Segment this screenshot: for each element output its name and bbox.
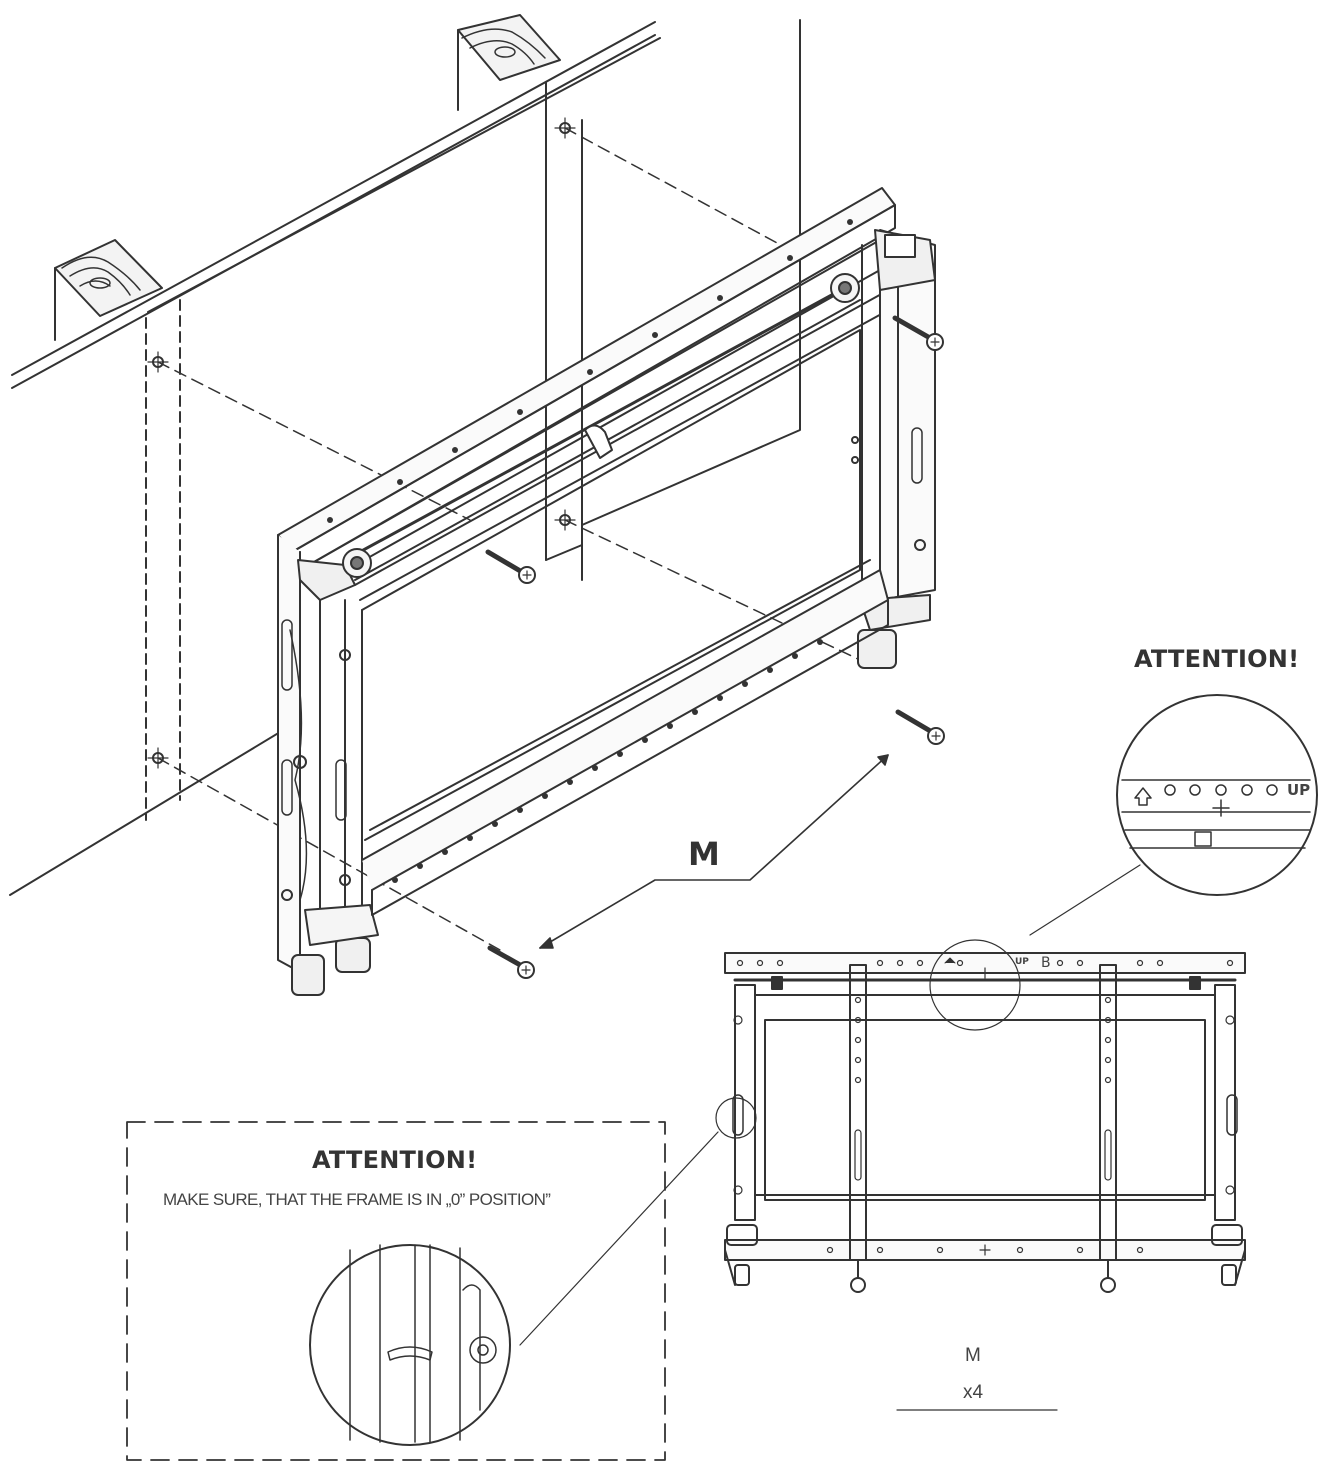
wood-beam-right: [457, 14, 561, 111]
screw-bottom-right: [895, 709, 945, 745]
legend-quantity: x4: [963, 1382, 984, 1403]
front-view-up-marking: UP: [1015, 957, 1029, 967]
attention-note: MAKE SURE, THAT THE FRAME IS IN „0” POSI…: [163, 1190, 551, 1209]
screw-top-left: [485, 549, 536, 584]
attention-box: [126, 1121, 666, 1461]
screw-callout-label: M: [688, 835, 720, 873]
mounting-frame-front-view: [519, 939, 1246, 1346]
wall-with-beams: [9, 14, 861, 951]
screw-top-right: [892, 315, 944, 351]
front-view-rail-letter: B: [1041, 955, 1051, 971]
attention-title-zoom: ATTENTION!: [1134, 645, 1300, 673]
attention-zoom-circle: [1029, 694, 1318, 936]
attention-title-box: ATTENTION!: [312, 1146, 478, 1174]
frame-zero-position-zoom: [309, 1244, 511, 1446]
legend-letter: M: [965, 1345, 981, 1366]
screw-bottom-left: [487, 945, 535, 979]
mounting-frame-isometric: [277, 187, 936, 996]
wood-beam-left: [54, 239, 163, 317]
rail-up-marking: UP: [1287, 781, 1311, 799]
screw-callout-arrows: [539, 754, 889, 949]
